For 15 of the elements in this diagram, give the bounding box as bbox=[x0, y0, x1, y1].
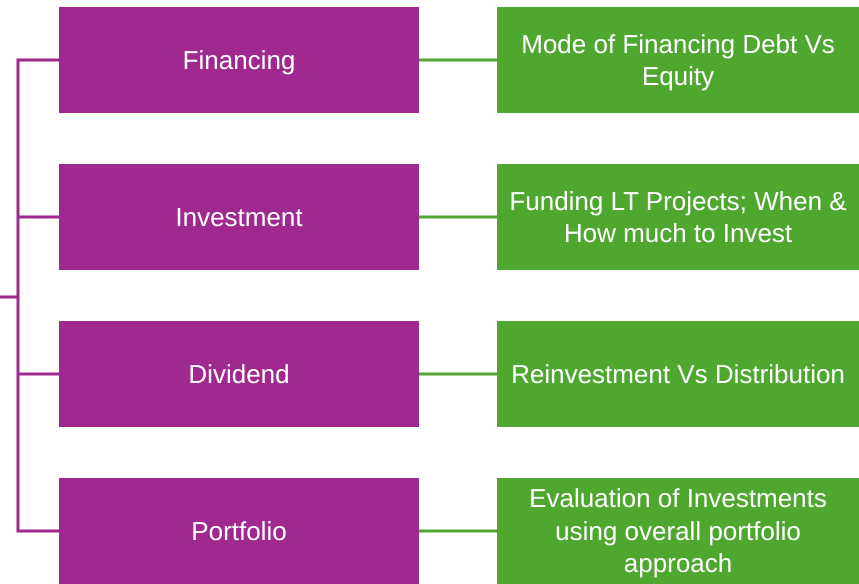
process-box: Mode of Financing Debt Vs Equity bbox=[497, 7, 859, 113]
process-box: Financing bbox=[59, 7, 419, 113]
connector-line bbox=[419, 58, 497, 62]
process-box: Reinvestment Vs Distribution bbox=[497, 321, 859, 427]
process-box: Funding LT Projects; When & How much to Invest bbox=[497, 164, 859, 270]
process-box: Investment bbox=[59, 164, 419, 270]
connector-line bbox=[419, 216, 497, 218]
process-box: Portfolio bbox=[59, 478, 419, 584]
connector-line bbox=[16, 297, 59, 532]
connector-line bbox=[16, 216, 59, 297]
connector-line bbox=[419, 530, 497, 532]
connector-line bbox=[0, 296, 18, 298]
process-box: Dividend bbox=[59, 321, 419, 427]
connector-line bbox=[419, 372, 497, 376]
process-box: Evaluation of Investments using overall portfolio approach bbox=[497, 478, 859, 584]
